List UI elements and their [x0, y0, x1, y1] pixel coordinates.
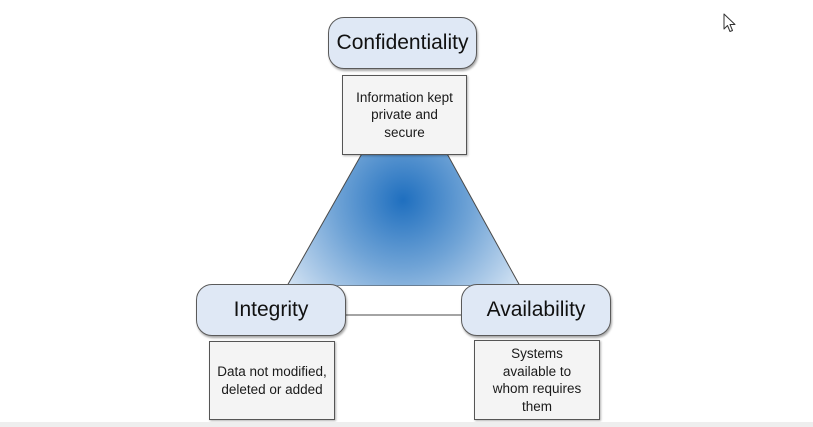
- confidentiality-node: Confidentiality: [328, 17, 477, 69]
- integrity-description: Data not modified, deleted or added: [217, 364, 327, 397]
- confidentiality-description-box: Information kept private and secure: [342, 75, 467, 155]
- triangle-shape: [286, 149, 521, 287]
- bottom-strip: [0, 422, 813, 427]
- availability-node: Availability: [461, 284, 611, 336]
- integrity-label: Integrity: [233, 298, 309, 321]
- confidentiality-label: Confidentiality: [336, 31, 469, 54]
- integrity-description-box: Data not modified, deleted or added: [209, 341, 335, 420]
- integrity-node: Integrity: [196, 284, 346, 336]
- confidentiality-description: Information kept private and secure: [356, 89, 453, 140]
- availability-label: Availability: [486, 298, 586, 321]
- availability-description: Systems available to whom requires them: [492, 346, 582, 414]
- availability-description-box: Systems available to whom requires them: [474, 340, 600, 420]
- mouse-pointer-icon: [723, 13, 736, 32]
